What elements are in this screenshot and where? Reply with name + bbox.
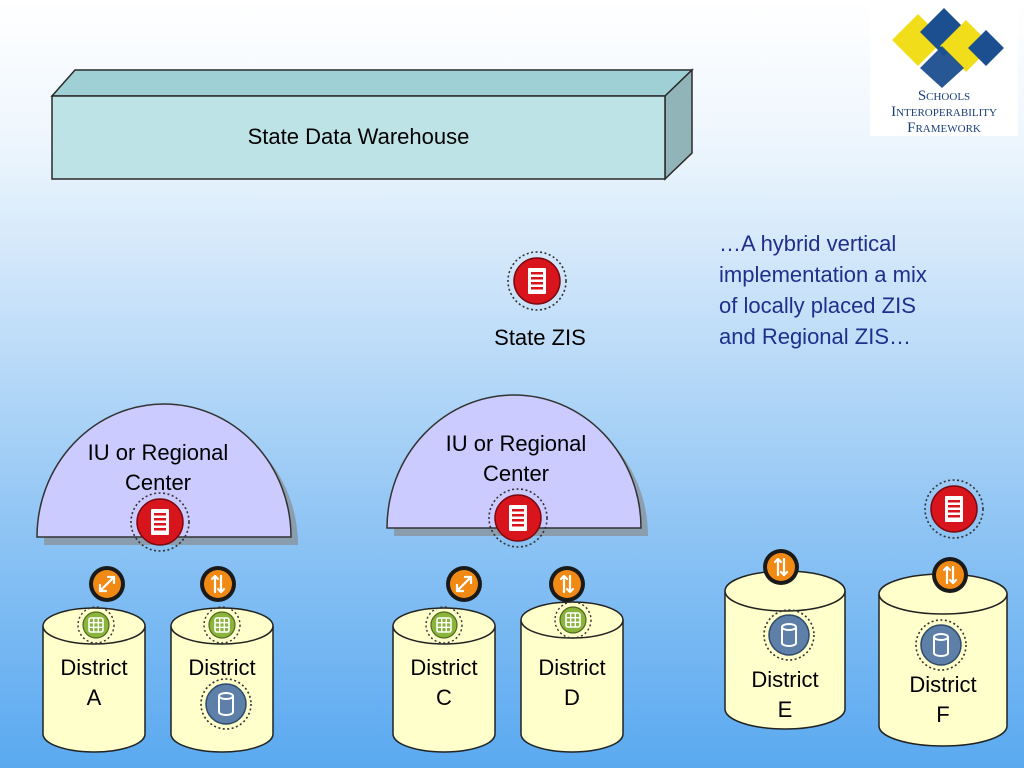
region-left-line-2: Center: [124, 470, 192, 495]
logo-line-2: Interoperability: [891, 104, 997, 120]
district-e-agent-icon: [761, 547, 801, 587]
region-left-label: IU or Regional Center: [58, 438, 258, 498]
region-dome-middle: [386, 394, 648, 536]
region-dome-left: [36, 403, 298, 545]
logo-line-3: Framework: [907, 120, 981, 136]
caption-line-3: of locally placed ZIS: [719, 293, 916, 318]
district-a-line-1: District: [60, 655, 128, 680]
district-c-line-1: District: [410, 655, 478, 680]
district-e-line-1: District: [751, 667, 819, 692]
sif-logo-icon: [870, 0, 1018, 136]
warehouse-label: State Data Warehouse: [247, 124, 470, 149]
logo-line-1: Schools: [917, 88, 971, 104]
region-middle-line-1: IU or Regional: [445, 431, 587, 456]
region-left-server-icon: [130, 492, 190, 552]
region-left-line-1: IU or Regional: [87, 440, 229, 465]
district-c-agent-icon: [444, 564, 484, 604]
district-b-agent-icon: [198, 564, 238, 604]
state-zis-label: State ZIS: [494, 325, 586, 350]
district-e-line-2: E: [777, 697, 793, 722]
district-f-line-2: F: [936, 702, 950, 727]
state-zis-server-icon: [507, 251, 567, 311]
district-c-line-2: C: [436, 685, 452, 710]
district-b-label: District: [171, 653, 273, 683]
region-middle-server-icon: [488, 488, 548, 548]
district-f-local-server-icon: [924, 479, 984, 539]
caption-text: …A hybrid vertical implementation a mix …: [719, 228, 1009, 352]
district-b-line-1: District: [188, 655, 256, 680]
caption-line-4: and Regional ZIS…: [719, 324, 911, 349]
district-e-label: District E: [725, 665, 845, 725]
district-a-label: District A: [43, 653, 145, 713]
district-e-cylinder: [724, 570, 846, 730]
region-middle-line-2: Center: [482, 461, 550, 486]
district-a-line-2: A: [86, 685, 102, 710]
state-data-warehouse-box: [50, 68, 694, 181]
district-a-agent-icon: [87, 564, 127, 604]
sif-logo-text: Schools Interoperability Framework: [870, 88, 1018, 136]
district-d-cylinder: [520, 601, 624, 753]
region-middle-label: IU or Regional Center: [416, 429, 616, 489]
district-f-label: District F: [879, 670, 1007, 730]
caption-line-2: implementation a mix: [719, 262, 927, 287]
district-d-line-1: District: [538, 655, 606, 680]
district-c-label: District C: [393, 653, 495, 713]
district-d-label: District D: [521, 653, 623, 713]
district-f-line-1: District: [909, 672, 977, 697]
district-d-line-2: D: [564, 685, 580, 710]
district-d-agent-icon: [547, 564, 587, 604]
caption-line-1: …A hybrid vertical: [719, 231, 897, 256]
district-f-agent-icon: [930, 555, 970, 595]
